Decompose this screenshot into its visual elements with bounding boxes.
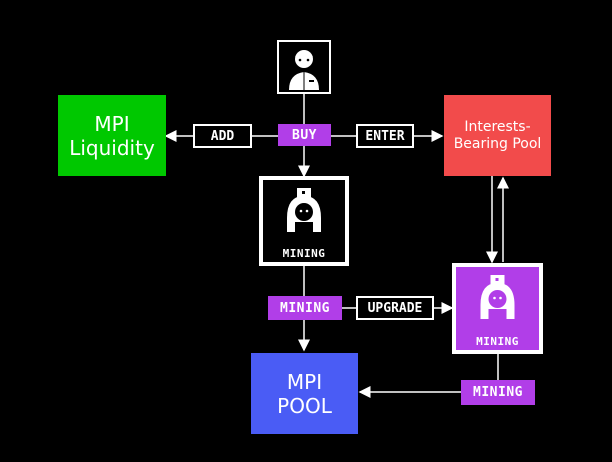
add-label: ADD	[193, 124, 252, 148]
mpi-pool-line1: MPI	[286, 369, 323, 394]
interests-bearing-pool-node: Interests-Bearing Pool	[444, 95, 551, 176]
upgraded-miner-node: MINING	[452, 263, 543, 354]
mining-label-right: MINING	[461, 380, 535, 405]
pool-line1: Interests-	[464, 118, 531, 135]
enter-label: ENTER	[356, 124, 414, 148]
miner-label: MINING	[282, 247, 326, 260]
liquidity-line2: Liquidity	[69, 135, 155, 160]
mining-label-left: MINING	[268, 296, 342, 320]
upgraded-miner-label: MINING	[476, 335, 519, 348]
mpi-pool-line2: POOL	[277, 393, 332, 418]
pool-line2: Bearing Pool	[453, 135, 542, 152]
robot-miner-icon	[287, 188, 321, 232]
robot-miner-icon	[480, 275, 515, 319]
buy-label: BUY	[278, 124, 331, 146]
user-icon	[289, 50, 319, 90]
miner-node: MINING	[259, 176, 349, 266]
user-node	[277, 40, 331, 94]
upgrade-label: UPGRADE	[356, 296, 434, 320]
liquidity-line1: MPI	[94, 111, 130, 136]
